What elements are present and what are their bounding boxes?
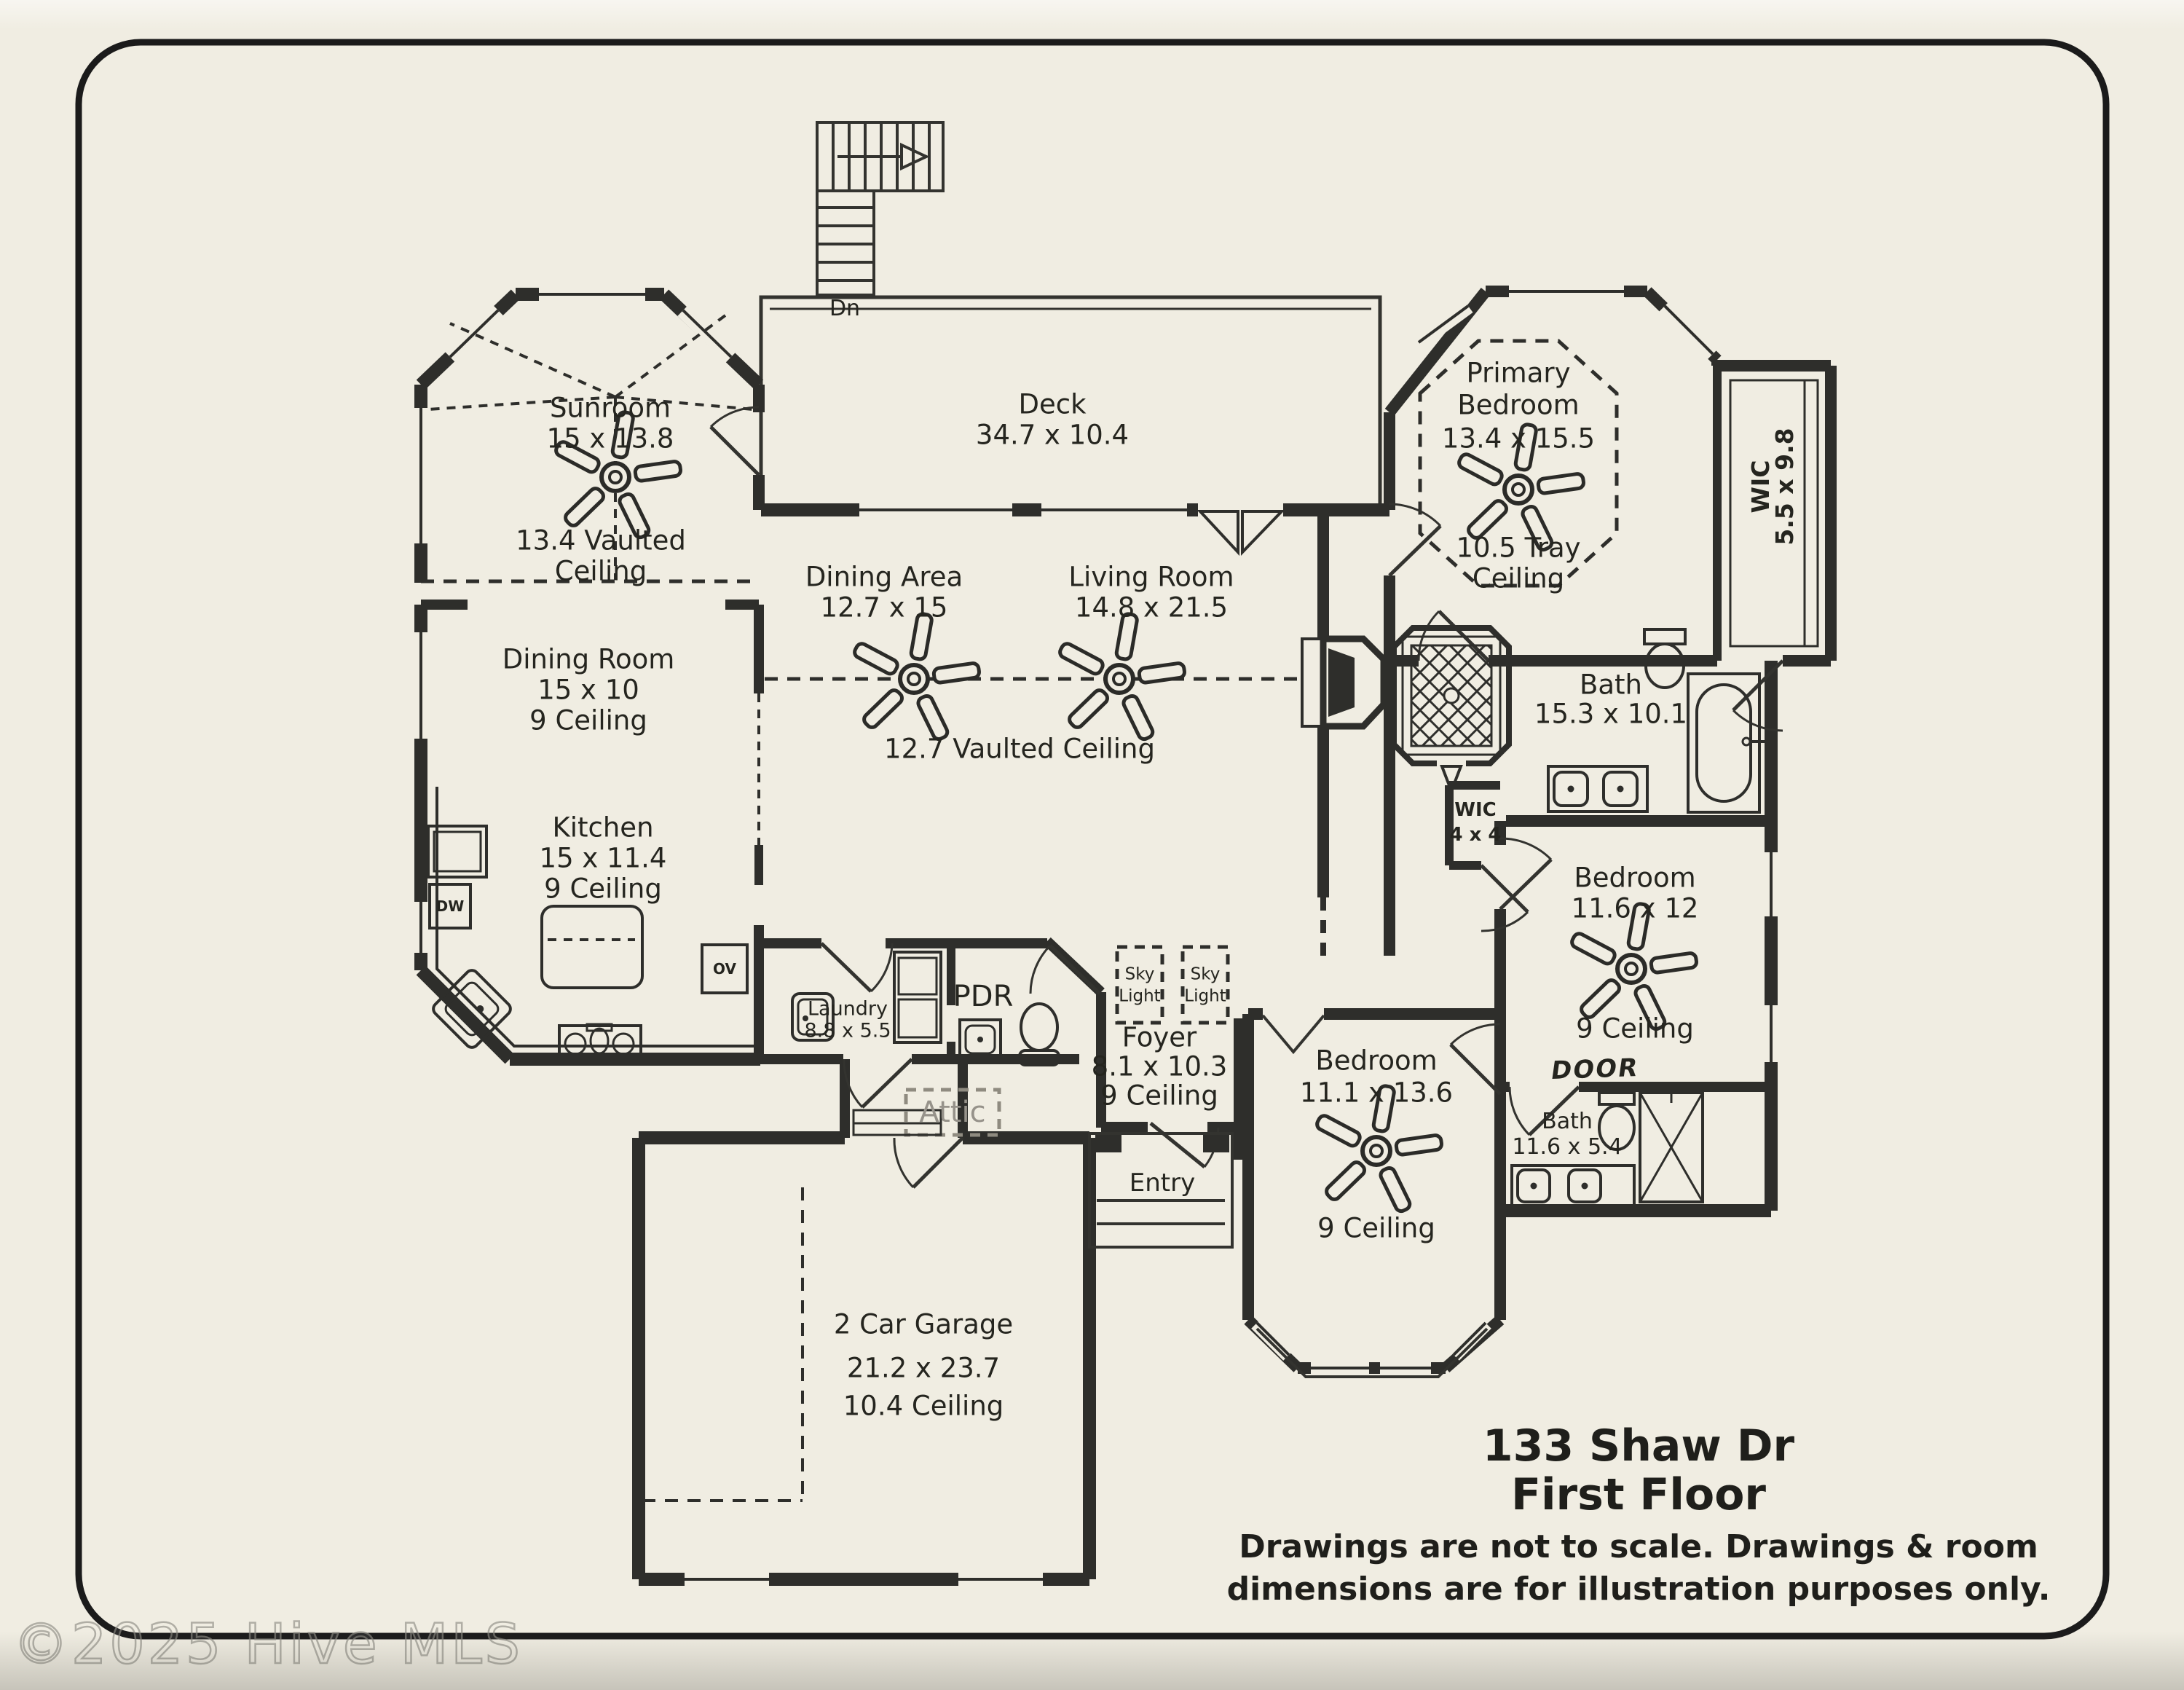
entry-porch: [1088, 1132, 1234, 1249]
windows: [412, 283, 1780, 1588]
french-door-icon: [1197, 510, 1285, 557]
right-bedroom-label: Bedroom: [1574, 862, 1696, 894]
photo-light-edge: [0, 0, 2184, 29]
sunroom-ceiling-line2: Ceiling: [554, 555, 647, 587]
primary-wic-dims: 5.5 x 9.8: [1770, 428, 1799, 546]
laundry-fixtures: [791, 951, 942, 1136]
living-room-label: Living Room: [1068, 561, 1234, 593]
plan-floor-title: First Floor: [1510, 1469, 1767, 1520]
skylight-1-label-line1: Sky: [1124, 964, 1155, 984]
hall-bath-label: Bath: [1542, 1109, 1593, 1134]
front-bedroom-label: Bedroom: [1315, 1045, 1438, 1077]
small-wic-dims: 4 x 4: [1449, 824, 1502, 846]
deck-label: Deck: [1018, 388, 1087, 420]
disclaimer-line1: Drawings are not to scale. Drawings & ro…: [1239, 1528, 2038, 1565]
door-annotation: DOOR: [1549, 1053, 1641, 1086]
right-bedroom-ceiling: 9 Ceiling: [1576, 1013, 1694, 1045]
plan-address-title: 133 Shaw Dr: [1482, 1420, 1795, 1471]
skylight-2-label-line2: Light: [1184, 986, 1226, 1006]
laundry-label: Laundry: [807, 997, 888, 1021]
skylight-1-label-line2: Light: [1119, 986, 1161, 1006]
primary-bath-label: Bath: [1579, 669, 1643, 701]
primary-ceiling-line2: Ceiling: [1472, 562, 1565, 594]
sunroom-ceiling-line1: 13.4 Vaulted: [516, 524, 686, 557]
page-border: [75, 39, 2110, 1640]
kitchen-ceiling: 9 Ceiling: [544, 873, 662, 905]
ceiling-fan-icon: [1058, 613, 1186, 742]
photo-shadow-edge: [0, 1632, 2184, 1690]
primary-bedroom-label-line1: Primary: [1466, 357, 1571, 389]
living-room-dims: 14.8 x 21.5: [1074, 592, 1229, 624]
small-wic-label: WIC: [1454, 799, 1497, 821]
ceiling-fan-icon: [853, 613, 980, 742]
fireplace-icon: [1301, 635, 1387, 730]
foyer-label: Foyer: [1121, 1021, 1197, 1053]
foyer-dims: 8.1 x 10.3: [1091, 1050, 1228, 1082]
kitchen-label: Kitchen: [552, 811, 654, 844]
primary-ceiling-line1: 10.5 Tray: [1456, 532, 1581, 564]
dining-room-label: Dining Room: [502, 643, 675, 675]
powder-room-fixtures: [958, 1002, 1060, 1066]
primary-wic-name: WIC: [1746, 460, 1775, 514]
walls: [414, 286, 1837, 1586]
entry-label: Entry: [1129, 1168, 1196, 1198]
oven-icon-label: OV: [713, 960, 736, 978]
powder-room-label: PDR: [953, 980, 1014, 1013]
disclaimer-line2: dimensions are for illustration purposes…: [1226, 1571, 2051, 1608]
deck-dims: 34.7 x 10.4: [975, 419, 1130, 451]
hall-bath-dims: 11.6 x 5.4: [1512, 1134, 1623, 1160]
stairs-icon: [816, 121, 945, 296]
front-bedroom-ceiling: 9 Ceiling: [1317, 1212, 1435, 1244]
skylight-2-label-line1: Sky: [1190, 964, 1221, 984]
sunroom-label: Sunroom: [549, 392, 671, 424]
garage-dims: 21.2 x 23.7: [846, 1352, 1001, 1384]
bay-step-outline: [1255, 1327, 1489, 1378]
dashed-lines: [421, 312, 1619, 1502]
stairs-down-label: Dn: [829, 296, 861, 321]
primary-wic-label: WIC 5.5 x 9.8: [1746, 428, 1799, 546]
vaulted-ceiling-note: 12.7 Vaulted Ceiling: [884, 733, 1155, 765]
hall-bath-fixtures: [1510, 1091, 1704, 1208]
primary-bath-dims: 15.3 x 10.1: [1534, 698, 1688, 730]
foyer-ceiling: 9 Ceiling: [1100, 1080, 1218, 1112]
primary-bedroom-dims: 13.4 x 15.5: [1441, 422, 1596, 455]
mls-watermark: ©2025 Hive MLS: [12, 1611, 523, 1678]
laundry-dims: 8.8 x 5.5: [804, 1019, 891, 1042]
primary-bath-fixtures: [1391, 625, 1765, 814]
garage-ceiling: 10.4 Ceiling: [843, 1390, 1004, 1422]
primary-bedroom-label-line2: Bedroom: [1457, 389, 1580, 421]
front-bedroom-dims: 11.1 x 13.6: [1299, 1077, 1454, 1109]
garage-label: 2 Car Garage: [833, 1308, 1014, 1340]
right-bedroom-dims: 11.6 x 12: [1571, 892, 1699, 924]
dining-area-dims: 12.7 x 15: [820, 592, 948, 624]
sunroom-dims: 15 x 13.8: [546, 422, 674, 455]
dining-room-ceiling: 9 Ceiling: [529, 704, 647, 736]
dishwasher-icon-label: DW: [435, 897, 465, 915]
dining-room-dims: 15 x 10: [537, 674, 639, 706]
kitchen-fixtures: [427, 787, 754, 1061]
attic-label: Attic: [919, 1096, 986, 1129]
dining-area-label: Dining Area: [805, 561, 963, 593]
closet-shelving: [1729, 379, 1819, 648]
kitchen-dims: 15 x 11.4: [539, 842, 667, 874]
